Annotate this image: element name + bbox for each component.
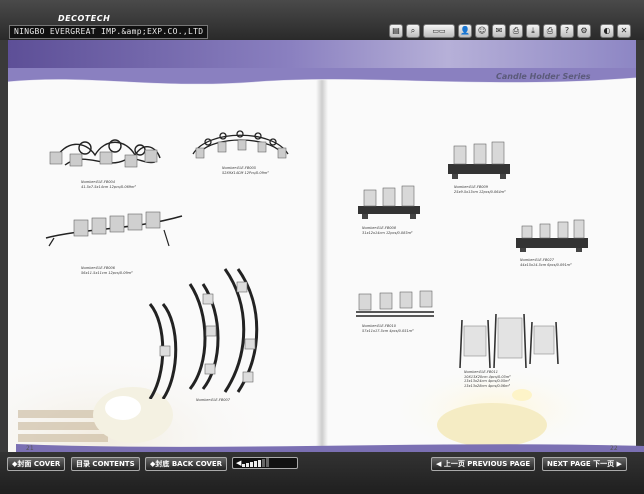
help-icon[interactable]: ? [560, 24, 574, 38]
two-page-view-icon[interactable]: ▭▭ [423, 24, 455, 38]
close-icon[interactable]: ✕ [617, 24, 631, 38]
product-spec-2: 13x13x24cm 4pcs/0.05m³ [464, 379, 510, 383]
chat-icon[interactable]: ☺ [475, 24, 489, 38]
candle-photo-right [387, 365, 607, 452]
top-toolbar: NINGBO EVERGREAT IMP.&amp;EXP.CO.,LTD ▤ … [0, 0, 644, 40]
product-image-fb027 [516, 219, 588, 252]
product-image-fb004 [49, 139, 161, 168]
product-spec: 10X13X20cm 4pcs/0.03m³ [464, 374, 511, 379]
product-number: Number:ELE-FB009 [454, 185, 488, 189]
thumbnail-icon[interactable]: ▤ [389, 24, 403, 38]
printer-icon[interactable]: ⎙ [543, 24, 557, 38]
previous-page-button[interactable]: ◀ 上一页 PREVIOUS PAGE [431, 457, 536, 471]
product-image-fb007 [148, 268, 259, 399]
download-icon[interactable]: ⤓ [526, 24, 540, 38]
product-spec: 41.5x7.5x14cm 12pcs/0.069m³ [81, 184, 136, 189]
product-number: Number:ELE-FB005 [222, 166, 256, 170]
product-number: Number:ELE-FB027 [520, 258, 554, 262]
page-number-left: 21 [26, 445, 34, 452]
back-cover-button[interactable]: ◆封底 BACK COVER [145, 457, 228, 471]
candle-photo-left [8, 300, 322, 452]
volume-slider[interactable]: ◀ [232, 457, 298, 469]
product-label-fb007: Number:ELE-FB007 [196, 398, 230, 403]
product-spec: 57x11x17.5cm 4pcs/0.051m³ [362, 328, 414, 333]
footer-band [16, 444, 644, 452]
contrast-icon[interactable]: ◐ [600, 24, 614, 38]
product-image-fb006 [45, 211, 183, 247]
product-spec: 25x9.5x13cm 12pcs/0.064m³ [454, 189, 506, 194]
contents-button[interactable]: 目录 CONTENTS [71, 457, 140, 471]
product-number: Number:ELE-FB010 [362, 324, 396, 328]
product-spec: 52X9X14CM 12Pcs/0.09m³ [222, 170, 269, 175]
product-label-fb008: Number:ELE-FB008 31x12x14cm 12pcs/0.083m… [362, 226, 412, 235]
product-spec: 56x11.5x11cm 12pcs/0.09m³ [81, 270, 133, 275]
window-title: NINGBO EVERGREAT IMP.&amp;EXP.CO.,LTD [9, 25, 209, 39]
product-number: Number:ELE-FB007 [196, 398, 230, 402]
user-icon[interactable]: 👤 [458, 24, 472, 38]
product-image-fb010 [356, 290, 434, 317]
next-page-button[interactable]: NEXT PAGE 下一页 ▶ [542, 457, 627, 471]
cover-button[interactable]: ◆封面 COVER [7, 457, 66, 471]
header-wave [8, 68, 636, 85]
section-title: Candle Holder Series [496, 72, 591, 81]
page-number-right: 22 [610, 445, 618, 452]
product-image-fb011 [459, 313, 559, 368]
tool-buttons: ▤ ⌕ ▭▭ 👤 ☺ ✉ ⎙ ⤓ ⎙ ? ⚙ ◐ ✕ [389, 24, 631, 38]
product-number: Number:ELE-FB011 [464, 370, 498, 374]
brand-logo: DECOTECH [58, 14, 111, 23]
navigation-bar: ◆封面 COVER 目录 CONTENTS ◆封底 BACK COVER ◀ ◀… [0, 452, 644, 494]
product-spec: 44x15x14.5cm 6pcs/0.091m³ [520, 262, 572, 267]
product-label-fb010: Number:ELE-FB010 57x11x17.5cm 4pcs/0.051… [362, 324, 414, 333]
product-label-fb027: Number:ELE-FB027 44x15x14.5cm 6pcs/0.091… [520, 258, 572, 267]
settings-icon[interactable]: ⚙ [577, 24, 591, 38]
book-spine [316, 40, 328, 452]
product-label-fb005: Number:ELE-FB005 52X9X14CM 12Pcs/0.09m³ [222, 166, 269, 175]
product-label-fb009: Number:ELE-FB009 25x9.5x13cm 12pcs/0.064… [454, 185, 506, 194]
product-number: Number:ELE-FB004 [81, 180, 115, 184]
product-label-fb011: Number:ELE-FB011 10X13X20cm 4pcs/0.03m³ … [464, 370, 511, 388]
speaker-icon: ◀ [236, 459, 242, 467]
product-image-fb009 [448, 141, 510, 179]
product-image-fb008 [358, 185, 420, 219]
product-number: Number:ELE-FB006 [81, 266, 115, 270]
product-number: Number:ELE-FB008 [362, 226, 396, 230]
product-spec-3: 13x13x28cm 4pcs/0.06m³ [464, 383, 510, 388]
product-label-fb006: Number:ELE-FB006 56x11.5x11cm 12pcs/0.09… [81, 266, 133, 275]
product-label-fb004: Number:ELE-FB004 41.5x7.5x14cm 12pcs/0.0… [81, 180, 136, 189]
mail-icon[interactable]: ✉ [492, 24, 506, 38]
product-image-fb005 [192, 130, 289, 159]
left-page[interactable] [8, 40, 322, 452]
product-spec: 31x12x14cm 12pcs/0.083m³ [362, 230, 413, 235]
search-icon[interactable]: ⌕ [406, 24, 420, 38]
print-icon[interactable]: ⎙ [509, 24, 523, 38]
